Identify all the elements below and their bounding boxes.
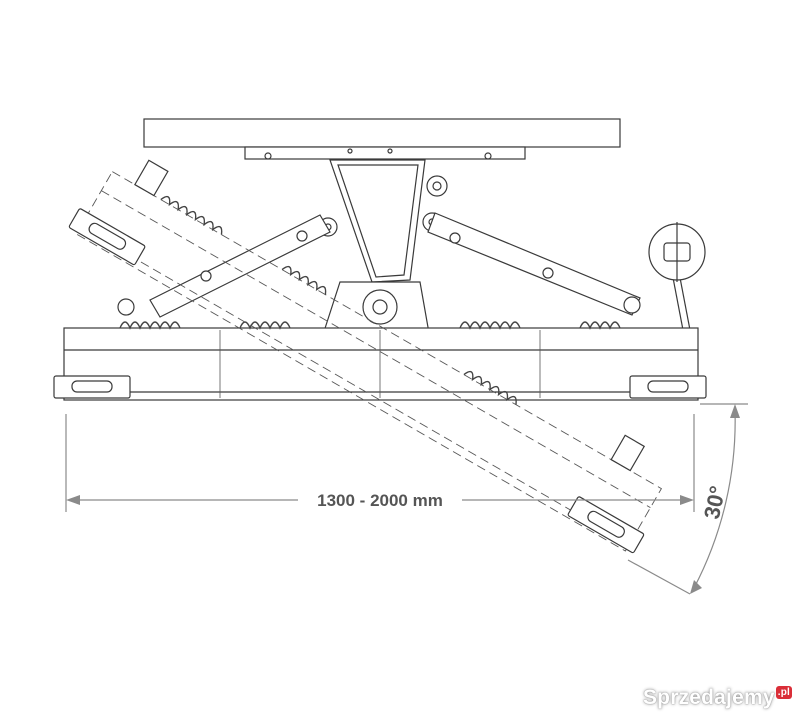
horizontal-mower-body <box>53 321 707 401</box>
watermark-brand: Sprzedajemy <box>642 686 775 709</box>
width-label: 1300 - 2000 mm <box>317 491 443 510</box>
mounting-plate <box>143 118 621 160</box>
hydraulic-arms <box>117 212 691 331</box>
width-dimension: 1300 - 2000 mm <box>65 414 695 512</box>
pivot-tower <box>317 159 448 351</box>
angle-label: 30° <box>699 484 730 522</box>
watermark-logo: Sprzedajemy.pl <box>643 686 792 710</box>
tilted-mower-body <box>68 159 663 554</box>
watermark-suffix: .pl <box>775 686 792 699</box>
tilt-indicator <box>648 222 706 282</box>
